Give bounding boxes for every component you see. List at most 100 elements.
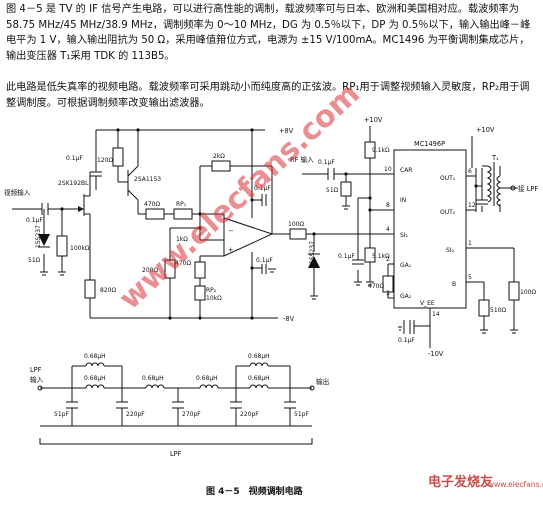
pin-out2: OUT₂ (440, 209, 456, 216)
lpf-out-terminal (309, 385, 315, 391)
label-rp2-value: 10kΩ (206, 295, 222, 302)
label-minus8v: -8V (283, 315, 295, 323)
lpf-connector (510, 185, 516, 191)
label-r120: 120Ω (97, 157, 113, 164)
label-c-in: 0.1μF (26, 217, 43, 224)
lpf-l1: 0.68μH (84, 353, 106, 360)
lpf-c4: 220pF (240, 411, 259, 418)
label-r9k1: 9.1kΩ (372, 147, 390, 154)
pin-ga1: GA₁ (400, 262, 412, 269)
lpf-c1: 51pF (54, 411, 69, 418)
lpf-inductors (85, 362, 269, 389)
pin-6: 6 (468, 168, 472, 175)
label-r470a: 470Ω (144, 201, 160, 208)
lpf-brace-label: LPF (170, 450, 182, 458)
lpf-c3: 270pF (182, 411, 201, 418)
op-amp (223, 217, 274, 257)
lpf-l5: 0.68μH (248, 353, 270, 360)
pin-in: IN (400, 197, 406, 204)
label-r470b: 470Ω (175, 260, 191, 267)
label-to-lpf: 接 LPF (518, 184, 538, 193)
capacitors-top (41, 168, 488, 334)
op-amp-plus: + (228, 246, 234, 254)
paragraph-2: 此电路是低失真率的视频电路。载波频率可采用跳动小而纯度高的正弦波。RP₁用于调整… (6, 82, 530, 109)
label-diode-b: 1SS237 (309, 241, 316, 264)
label-ic: MC1496P (414, 140, 445, 148)
junction-dots (60, 128, 478, 320)
lpf-in-terminal (37, 385, 43, 391)
pin-si1: SI₁ (400, 232, 409, 239)
pin-12: 12 (468, 202, 476, 209)
watermark-logo: 电子发烧友 (428, 474, 493, 490)
label-r100a: 100Ω (288, 221, 304, 228)
pin-8: 8 (386, 202, 390, 209)
label-c-top: 0.1μF (66, 155, 83, 162)
label-r510: 510Ω (490, 307, 506, 314)
label-diode-a: 1SS237 (35, 225, 42, 248)
watermark-logo-url: www.elecfans.com (488, 480, 543, 489)
pin-vee: V_EE (420, 300, 435, 307)
diode-1ss237-a (38, 234, 50, 248)
label-r470c: 470Ω (368, 283, 384, 290)
label-r51b: 51Ω (326, 187, 339, 194)
resistors-top (56, 141, 520, 317)
pin-4: 4 (386, 226, 390, 233)
wires-top (12, 126, 515, 348)
label-r1k: 1kΩ (176, 236, 188, 243)
label-r2k: 2kΩ (213, 153, 225, 160)
label-pnp: 2SA1153 (134, 176, 161, 183)
label-jfet: 2SK192BL (58, 180, 89, 187)
lpf-in-label-2: 输入 (30, 375, 44, 384)
lpf-c5: 51pF (294, 411, 309, 418)
pin-ga2: GA₂ (400, 293, 412, 300)
pin-car: CAR (400, 167, 412, 174)
label-c-gnd: 0.1μF (338, 253, 355, 260)
lpf-out-label: 输出 (316, 377, 329, 386)
lpf-l2: 0.68μH (84, 375, 106, 382)
label-rp1: RP₁ (176, 201, 187, 208)
jfet-2sk192 (78, 190, 91, 220)
label-minus10v: -10V (428, 350, 444, 358)
watermark-url: www.elecfans.com (113, 76, 367, 316)
label-t1: T₁ (491, 154, 499, 162)
label-r100b: 100Ω (520, 289, 536, 296)
pin-b: B (452, 281, 456, 288)
label-plus10v-right: +10V (476, 126, 495, 134)
label-r100k: 100kΩ (70, 245, 90, 252)
pin-si2: SI₂ (446, 247, 455, 254)
ground-symbols (40, 205, 518, 334)
label-plus8v: +8V (279, 127, 294, 135)
lpf-wires (39, 365, 313, 445)
label-c-bias: 0.1μF (256, 257, 273, 264)
label-r820: 820Ω (100, 287, 116, 294)
label-rf-input: RF 输入 (290, 155, 314, 164)
lpf-c2: 220pF (126, 411, 145, 418)
pin-10: 10 (384, 166, 392, 173)
lpf-l3: 0.68μH (142, 375, 164, 382)
label-c-vcc: 0.1μF (398, 337, 415, 344)
diode-1ss237-b (308, 253, 320, 268)
jfet-arrow (78, 206, 84, 212)
op-amp-minus: − (228, 227, 234, 235)
pin-14: 14 (432, 311, 440, 318)
lpf-in-label-1: LPF (30, 366, 42, 374)
lpf-l6: 0.68μH (248, 375, 270, 382)
pin-out1: OUT₁ (440, 175, 456, 182)
figure-caption: 图 4－5 视频调制电路 (206, 485, 304, 497)
label-r51a: 51Ω (28, 257, 41, 264)
paragraph-1: 图 4－5 是 TV 的 IF 信号产生电路，可以进行高性能的调制，载波频率可与… (6, 4, 531, 62)
label-plus10v-left: +10V (364, 116, 383, 124)
label-c-rf: 0.1μF (318, 159, 335, 166)
lpf-l4: 0.68μH (196, 375, 218, 382)
label-c-fb: 0.1μF (254, 185, 271, 192)
label-video-input: 视频输入 (4, 188, 31, 197)
pin-2: 2 (386, 256, 390, 263)
label-r200: 200Ω (142, 267, 158, 274)
label-r5k1: 5.1kΩ (372, 253, 390, 260)
transformer-t1 (481, 162, 502, 207)
ic-mc1496 (393, 149, 467, 309)
pin-1: 1 (468, 240, 472, 247)
pin-3: 3 (386, 290, 390, 297)
label-rp2: RP₂ (206, 287, 217, 294)
